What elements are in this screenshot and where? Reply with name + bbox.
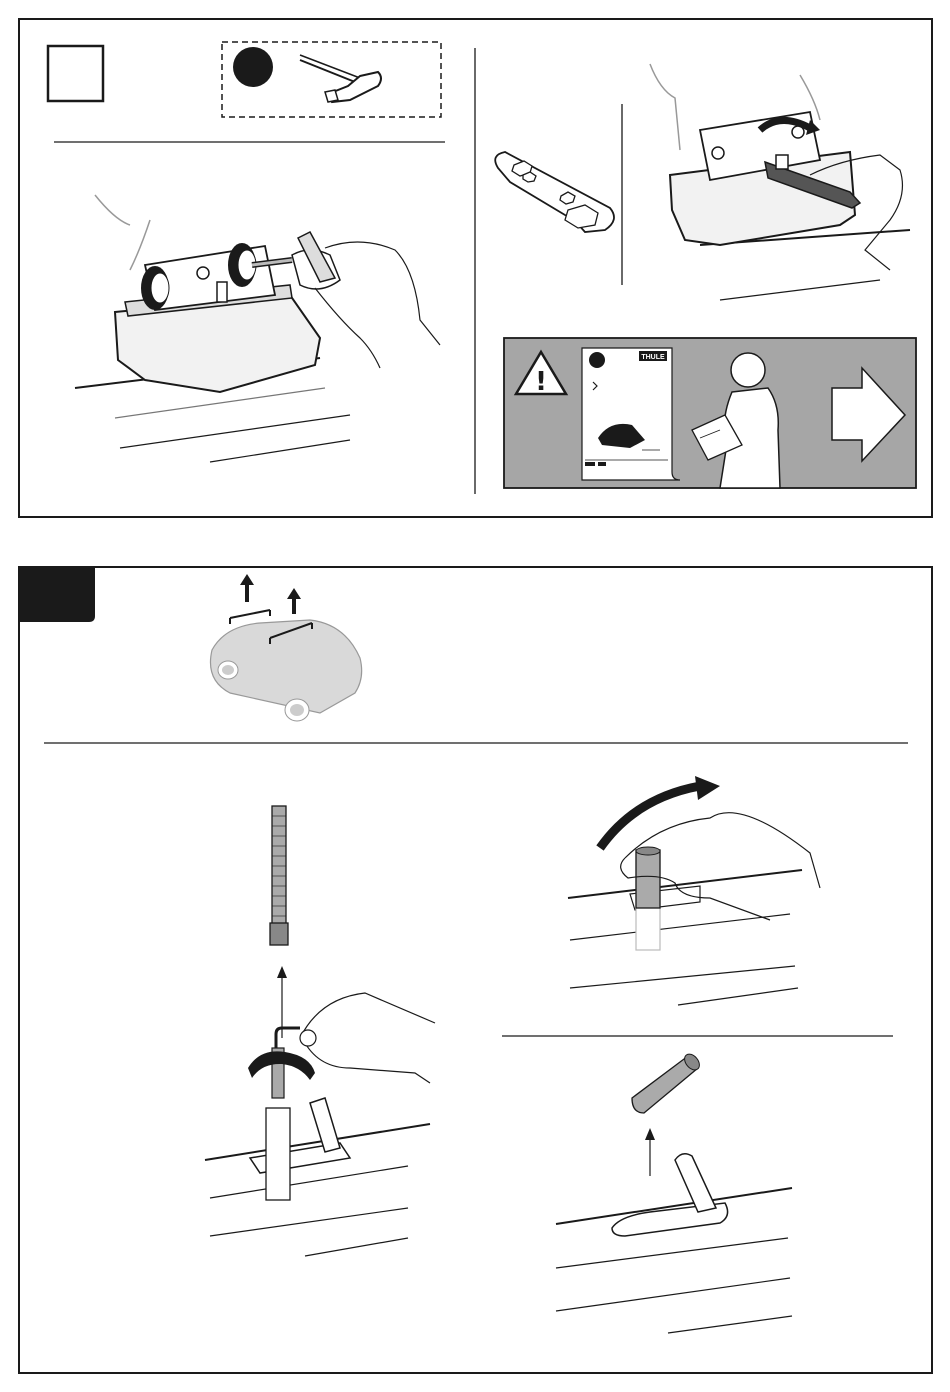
foot-pack-illustration <box>75 195 440 462</box>
car-remove-rack-illustration <box>210 574 361 721</box>
step-number-tag <box>20 568 95 622</box>
top-panel-illustration: ! THULE <box>20 20 935 520</box>
rod-removal-illustration <box>205 806 435 1256</box>
up-arrow-icon <box>240 574 301 614</box>
wrench-tool <box>495 152 614 232</box>
rotate-sleeve-illustration <box>568 776 820 1005</box>
step-number-box <box>48 46 103 101</box>
instruction-booklet-icon: THULE <box>582 348 680 480</box>
top-step-panel: ! THULE <box>18 18 933 518</box>
brand-logo: THULE <box>641 354 665 361</box>
remove-sleeve-illustration <box>556 1051 792 1333</box>
hex-key-tool <box>300 55 381 102</box>
read-instructions-notice: ! THULE <box>504 338 916 488</box>
bracket-wrench-illustration <box>650 64 910 300</box>
bottom-step-panel <box>18 566 933 1374</box>
bottom-panel-illustration <box>20 568 935 1376</box>
tool-indicator-dot <box>233 47 273 87</box>
svg-text:!: ! <box>535 367 547 397</box>
